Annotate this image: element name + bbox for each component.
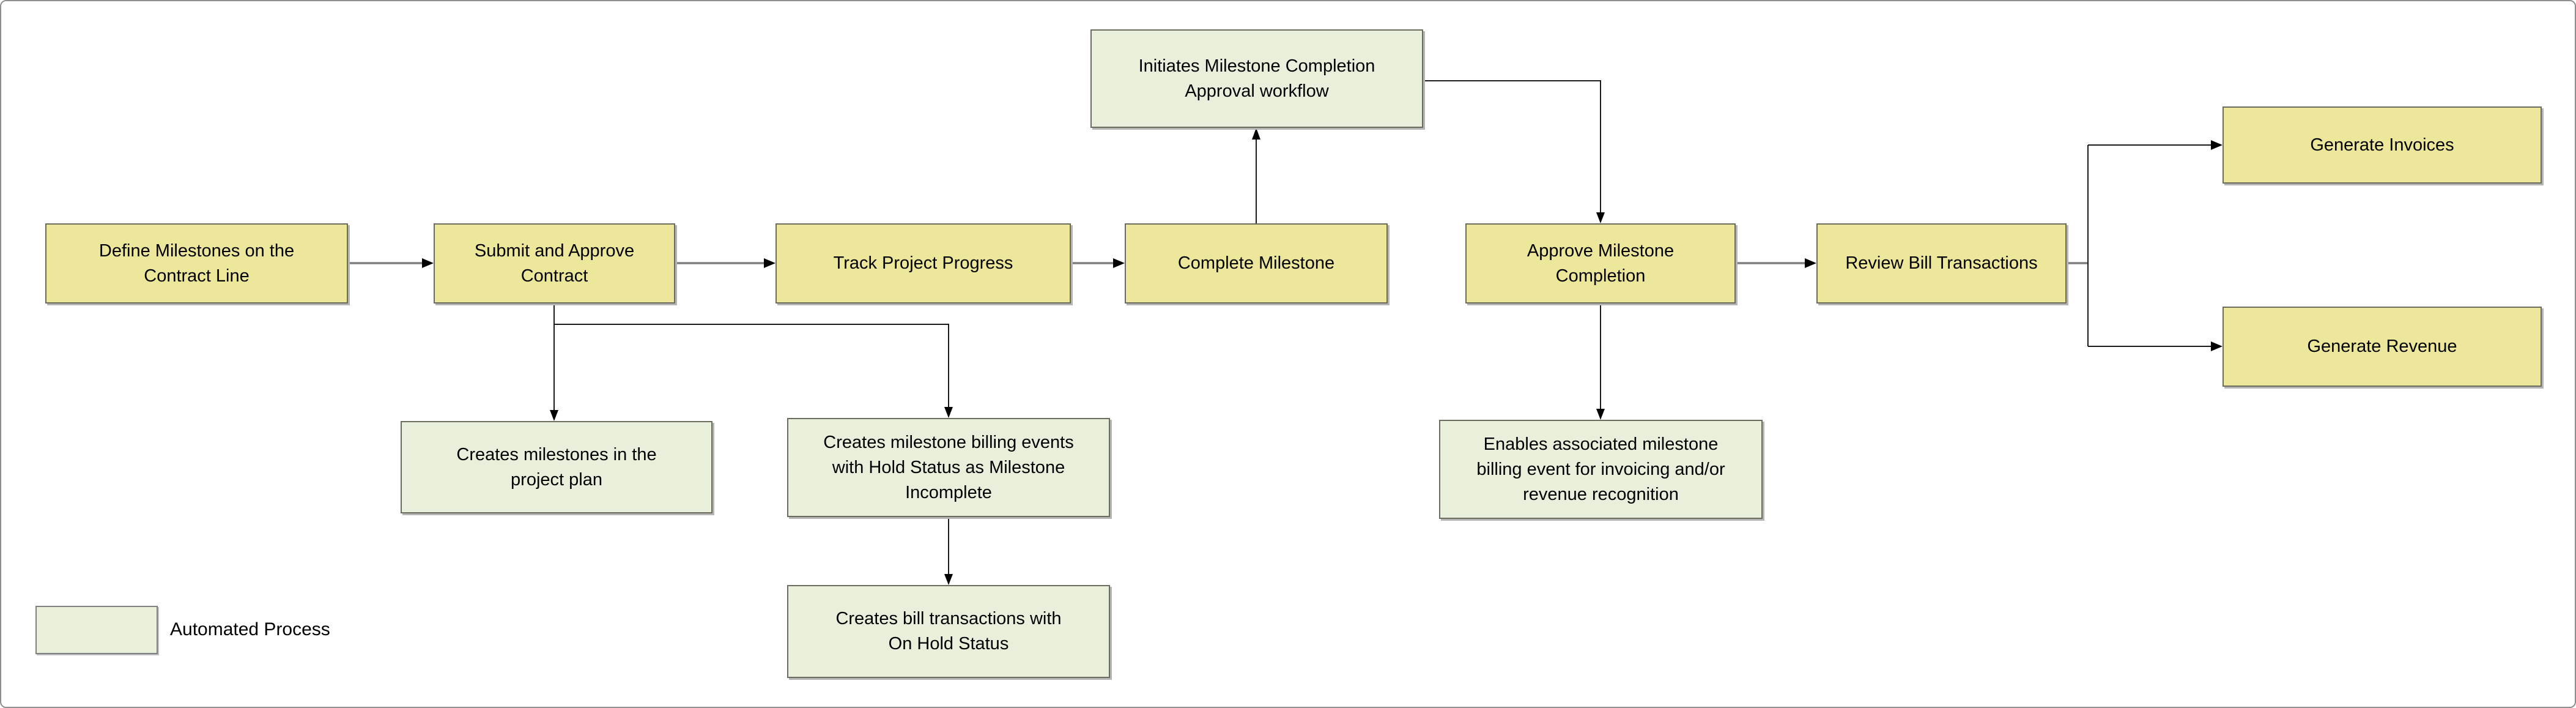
node-submit-approve-contract: Submit and Approve Contract: [434, 223, 675, 304]
node-label: Define Milestones on the Contract Line: [98, 240, 295, 286]
node-review-bill-transactions: Review Bill Transactions: [1816, 223, 2067, 304]
connector-submit-to-milestones: [550, 304, 558, 421]
connector-billing-to-transactions: [944, 517, 953, 585]
node-label: Creates bill transactions with On Hold S…: [835, 609, 1062, 654]
legend-automated-swatch: [35, 606, 158, 654]
connector-complete-to-initiates: [1252, 128, 1260, 223]
node-label: Creates milestones in the project plan: [456, 444, 657, 490]
node-generate-invoices: Generate Invoices: [2223, 106, 2542, 184]
node-label: Complete Milestone: [1177, 253, 1335, 273]
node-label: Approve Milestone Completion: [1527, 240, 1675, 286]
node-approve-milestone-completion: Approve Milestone Completion: [1465, 223, 1736, 304]
node-label: Initiates Milestone Completion Approval …: [1138, 56, 1375, 101]
node-label: Generate Revenue: [2307, 337, 2457, 356]
node-creates-milestone-billing-events: Creates milestone billing events with Ho…: [787, 418, 1110, 517]
node-label: Submit and Approve Contract: [474, 240, 635, 286]
node-initiates-approval-workflow: Initiates Milestone Completion Approval …: [1090, 29, 1423, 128]
node-complete-milestone: Complete Milestone: [1125, 223, 1388, 304]
node-creates-milestones-project-plan: Creates milestones in the project plan: [401, 421, 712, 513]
node-define-milestones: Define Milestones on the Contract Line: [45, 223, 348, 304]
connector-track-to-complete: [1071, 258, 1125, 268]
connector-define-to-submit: [348, 258, 434, 268]
legend-automated-label: Automated Process: [170, 619, 330, 639]
node-label: Enables associated milestone billing eve…: [1476, 434, 1725, 504]
node-creates-bill-transactions: Creates bill transactions with On Hold S…: [787, 585, 1110, 678]
node-label: Creates milestone billing events with Ho…: [823, 432, 1074, 502]
node-label: Generate Invoices: [2310, 135, 2454, 155]
connector-approve-to-enables: [1596, 304, 1605, 420]
connector-submit-to-billing: [554, 324, 953, 418]
connector-initiates-to-approve: [1423, 80, 1605, 223]
connector-approve-to-review: [1736, 258, 1816, 268]
node-enables-billing-event: Enables associated milestone billing eve…: [1439, 420, 1763, 519]
connector-submit-to-track: [675, 258, 775, 268]
node-label: Review Bill Transactions: [1845, 253, 2038, 273]
node-generate-revenue: Generate Revenue: [2223, 307, 2542, 387]
node-label: Track Project Progress: [833, 253, 1013, 273]
connector-review-split: [2087, 140, 2223, 351]
node-track-project-progress: Track Project Progress: [775, 223, 1071, 304]
